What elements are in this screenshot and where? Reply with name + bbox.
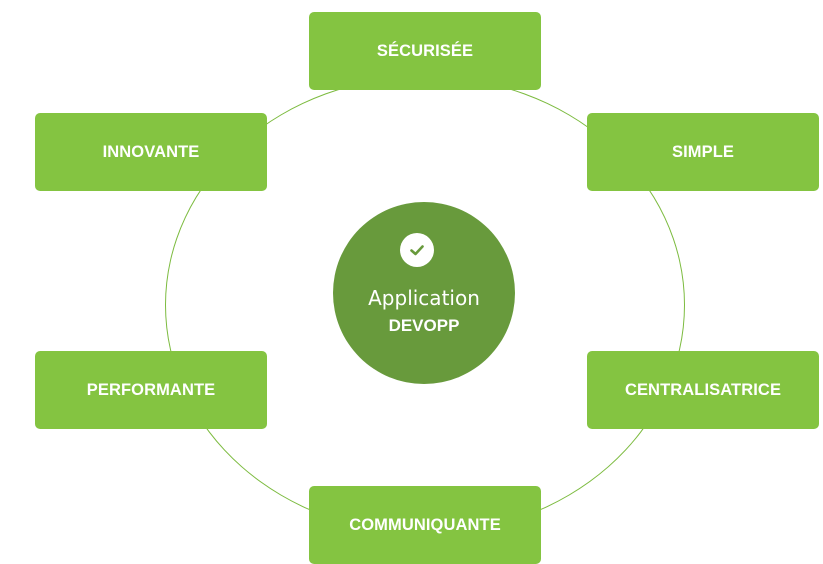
node-performante-label: PERFORMANTE [86,380,216,399]
center-subtitle: DEVOPP [388,316,460,335]
center-title: Application [368,286,480,310]
node-securisee-label: SÉCURISÉE [376,41,474,60]
node-innovante-label: INNOVANTE [102,142,200,161]
node-innovante: INNOVANTE [35,113,267,191]
node-centralisatrice-label: CENTRALISATRICE [624,380,782,399]
node-centralisatrice: CENTRALISATRICE [587,351,819,429]
center-hub: Application DEVOPP [333,202,515,384]
node-communiquante-label: COMMUNIQUANTE [349,515,501,534]
node-communiquante: COMMUNIQUANTE [309,486,541,564]
node-performante: PERFORMANTE [35,351,267,429]
node-securisee: SÉCURISÉE [309,12,541,90]
check-circle-icon [400,233,434,267]
node-simple-label: SIMPLE [671,142,735,161]
checkmark-icon [410,245,424,256]
node-simple: SIMPLE [587,113,819,191]
